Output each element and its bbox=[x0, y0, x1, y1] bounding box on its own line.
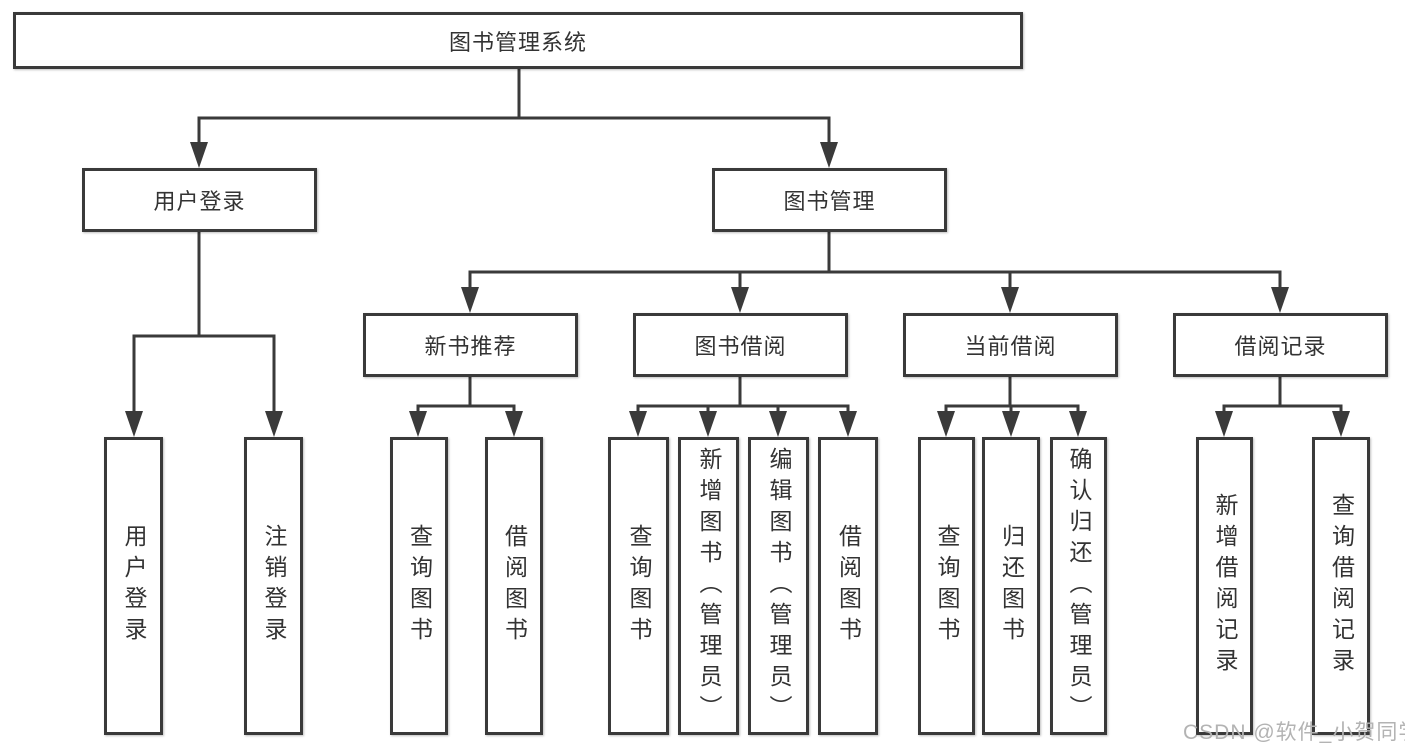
leaf-query-books-borrow: 查询图书 bbox=[608, 437, 669, 735]
leaf-label: 确认归还（管理员） bbox=[1066, 446, 1092, 726]
arrowhead bbox=[629, 411, 647, 437]
leaf-edit-book-admin: 编辑图书（管理员） bbox=[748, 437, 809, 735]
node-book-management: 图书管理 bbox=[712, 168, 947, 232]
leaf-label: 查询借阅记录 bbox=[1328, 493, 1355, 679]
node-current-borrowing: 当前借阅 bbox=[903, 313, 1118, 377]
leaf-label: 借阅图书 bbox=[835, 524, 862, 648]
node-book-borrowing: 图书借阅 bbox=[633, 313, 848, 377]
arrowhead bbox=[1215, 411, 1233, 437]
leaf-label: 注销登录 bbox=[261, 524, 287, 648]
leaf-borrow-books: 借阅图书 bbox=[818, 437, 878, 735]
node-label: 图书管理 bbox=[783, 189, 876, 214]
arrowhead bbox=[1002, 411, 1020, 437]
node-borrowing-records: 借阅记录 bbox=[1173, 313, 1388, 377]
node-label: 图书借阅 bbox=[694, 334, 787, 359]
arrowhead bbox=[505, 411, 523, 437]
connector-records-split bbox=[1222, 404, 1343, 412]
leaf-confirm-return-admin: 确认归还（管理员） bbox=[1050, 437, 1107, 735]
arrowhead bbox=[769, 411, 787, 437]
arrowhead bbox=[190, 142, 208, 168]
connector-user-login-split bbox=[132, 334, 276, 412]
node-label: 当前借阅 bbox=[964, 334, 1057, 359]
watermark: CSDN @软件_小贺同学 bbox=[1183, 721, 1405, 744]
node-label: 用户登录 bbox=[153, 189, 246, 214]
arrowhead bbox=[1332, 411, 1350, 437]
connector-book-mgmt-split bbox=[468, 270, 1282, 288]
leaf-label: 查询图书 bbox=[406, 524, 433, 648]
node-new-book-recommendation: 新书推荐 bbox=[363, 313, 578, 377]
leaf-add-book-admin: 新增图书（管理员） bbox=[678, 437, 739, 735]
arrowhead bbox=[937, 411, 955, 437]
arrowhead bbox=[461, 287, 479, 313]
arrowhead bbox=[265, 411, 283, 437]
arrowhead bbox=[731, 287, 749, 313]
leaf-label: 归还图书 bbox=[998, 524, 1025, 648]
node-label: 借阅记录 bbox=[1234, 334, 1327, 359]
arrowhead bbox=[1271, 287, 1289, 313]
leaf-label: 借阅图书 bbox=[501, 524, 528, 648]
arrowhead bbox=[409, 411, 427, 437]
node-label: 新书推荐 bbox=[424, 334, 517, 359]
arrowhead bbox=[839, 411, 857, 437]
leaf-borrow-books-recommend: 借阅图书 bbox=[485, 437, 543, 735]
leaf-user-login: 用户登录 bbox=[104, 437, 163, 735]
leaf-query-borrow-record: 查询借阅记录 bbox=[1312, 437, 1370, 735]
connector-recommend-split bbox=[416, 404, 516, 412]
leaf-label: 新增图书（管理员） bbox=[696, 446, 722, 726]
node-label: 图书管理系统 bbox=[448, 29, 587, 55]
connector-root-split bbox=[197, 116, 831, 144]
leaf-query-books-recommend: 查询图书 bbox=[390, 437, 448, 735]
leaf-label: 编辑图书（管理员） bbox=[766, 446, 792, 726]
leaf-label: 新增借阅记录 bbox=[1212, 493, 1238, 679]
arrowhead bbox=[125, 411, 143, 437]
leaf-label: 查询图书 bbox=[934, 524, 960, 648]
leaf-label: 查询图书 bbox=[626, 524, 652, 648]
leaf-logout: 注销登录 bbox=[244, 437, 303, 735]
node-library-management-system: 图书管理系统 bbox=[13, 12, 1023, 69]
arrowhead bbox=[699, 411, 717, 437]
arrowhead bbox=[1001, 287, 1019, 313]
leaf-add-borrow-record: 新增借阅记录 bbox=[1196, 437, 1253, 735]
arrowhead bbox=[1069, 411, 1087, 437]
leaf-query-books-current: 查询图书 bbox=[918, 437, 975, 735]
arrowhead bbox=[820, 142, 838, 168]
connector-borrowing-split bbox=[636, 404, 850, 412]
leaf-return-book: 归还图书 bbox=[982, 437, 1040, 735]
leaf-label: 用户登录 bbox=[121, 524, 147, 648]
node-user-login: 用户登录 bbox=[82, 168, 317, 232]
